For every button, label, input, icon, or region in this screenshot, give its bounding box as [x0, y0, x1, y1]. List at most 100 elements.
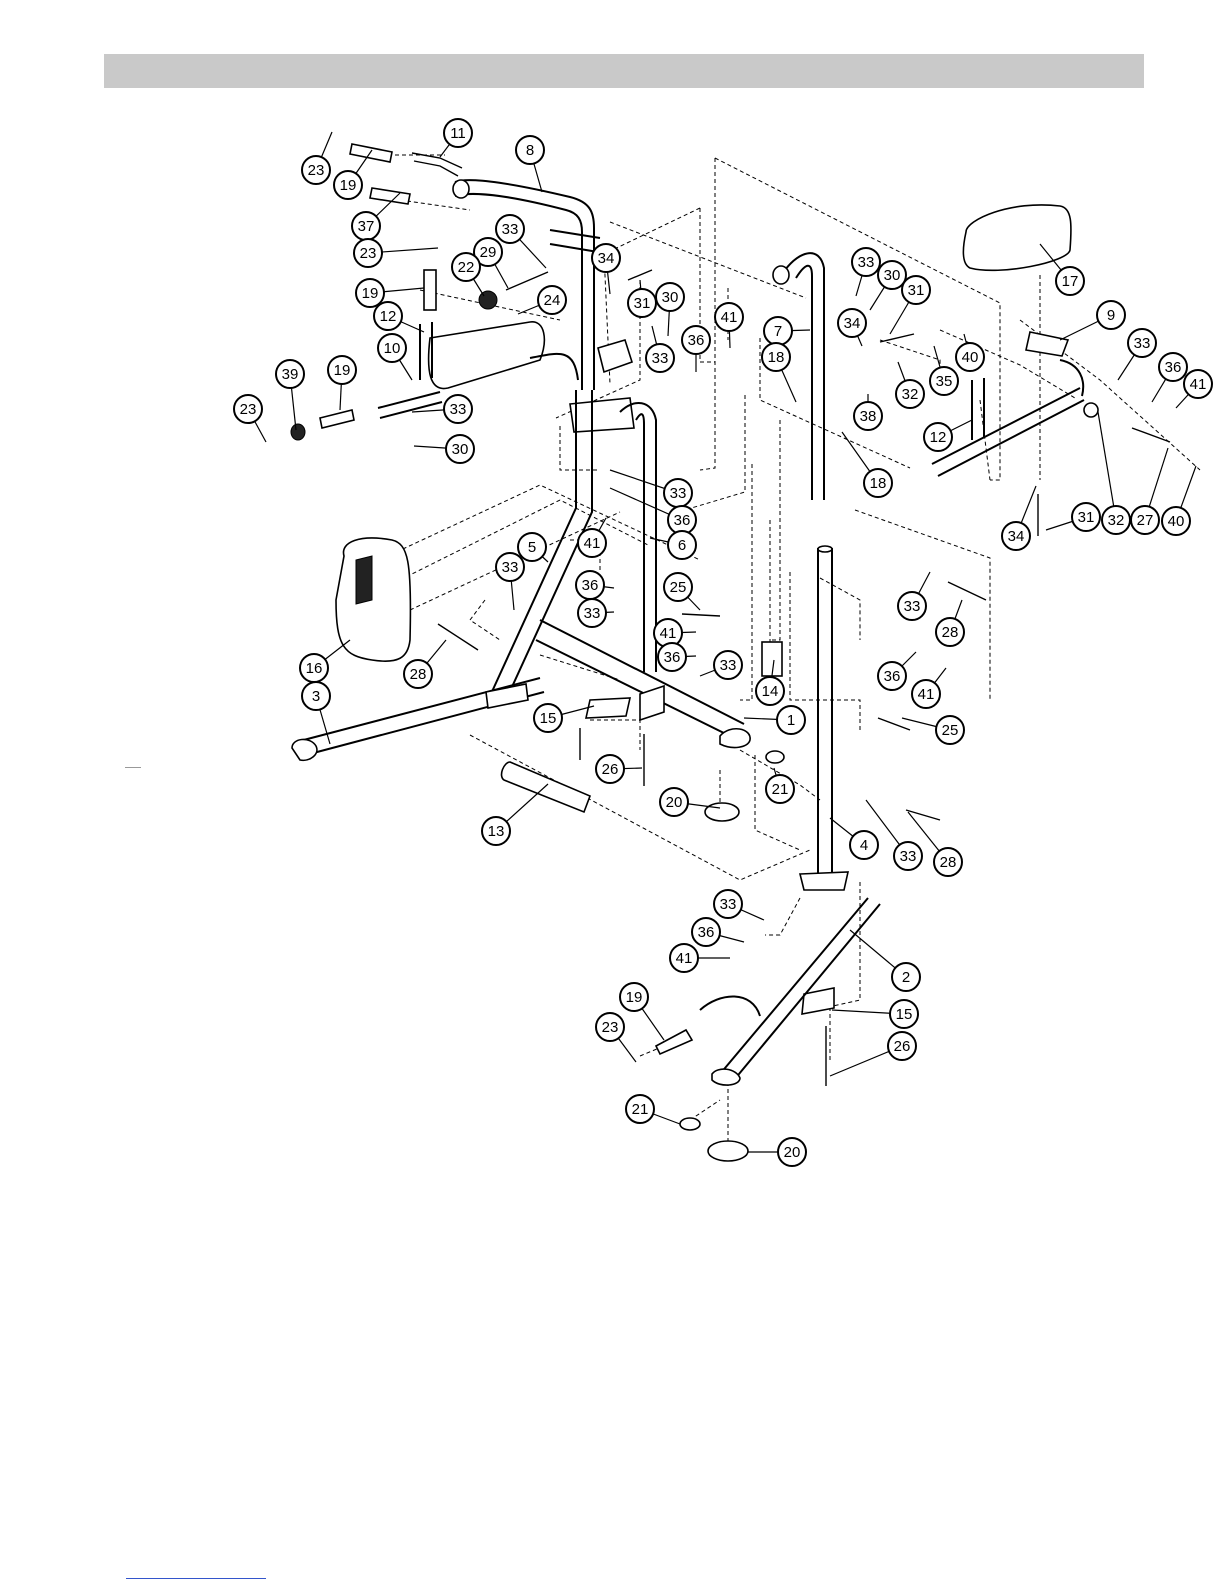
part-callout-33: 33 [1118, 329, 1156, 380]
part-callout-34: 34 [592, 244, 620, 294]
part-callout-41: 41 [912, 668, 946, 708]
part-callout-19: 19 [328, 356, 356, 410]
part-callout-15: 15 [832, 1000, 918, 1028]
part-callout-34: 34 [1002, 486, 1036, 550]
part-callout-32: 32 [896, 362, 924, 408]
part-callout-31: 31 [1046, 503, 1100, 531]
part-callout-31: 31 [628, 280, 656, 317]
part-callout-36: 36 [658, 643, 696, 671]
part-number-label: 30 [662, 289, 679, 306]
part-number-label: 12 [930, 429, 947, 446]
part-callout-23: 23 [234, 395, 266, 442]
part-callout-23: 23 [302, 132, 332, 184]
part-callout-16: 16 [300, 640, 350, 682]
part-callout-25: 25 [902, 716, 964, 744]
part-number-label: 33 [450, 401, 467, 418]
part-number-label: 10 [384, 340, 401, 357]
part-callout-34: 34 [838, 309, 866, 346]
part-callout-28: 28 [936, 600, 964, 646]
part-number-label: 19 [340, 177, 357, 194]
part-number-label: 28 [942, 624, 959, 641]
part-callout-9: 9 [1060, 301, 1125, 340]
part-number-label: 28 [940, 854, 957, 871]
part-number-label: 32 [902, 386, 919, 403]
part-number-label: 36 [1165, 359, 1182, 376]
part-number-label: 26 [602, 761, 619, 778]
part-callout-23: 23 [596, 1013, 636, 1062]
part-number-label: 33 [904, 598, 921, 615]
part-number-label: 20 [784, 1144, 801, 1161]
part-callout-33: 33 [496, 553, 524, 610]
part-number-label: 30 [884, 267, 901, 284]
part-number-label: 22 [458, 259, 475, 276]
part-number-label: 37 [358, 218, 375, 235]
part-callout-26: 26 [830, 1032, 916, 1076]
part-callout-12: 12 [374, 302, 424, 332]
part-number-label: 31 [908, 282, 925, 299]
part-callout-15: 15 [534, 704, 594, 732]
part-callout-21: 21 [766, 768, 794, 803]
part-number-label: 33 [1134, 335, 1151, 352]
part-callout-13: 13 [482, 784, 548, 845]
part-number-label: 19 [362, 285, 379, 302]
part-number-label: 27 [1137, 512, 1154, 529]
part-callout-37: 37 [352, 193, 400, 240]
part-number-label: 33 [720, 896, 737, 913]
part-number-label: 33 [720, 657, 737, 674]
part-number-label: 16 [306, 660, 323, 677]
part-number-label: 25 [670, 579, 687, 596]
part-number-label: 33 [900, 848, 917, 865]
part-number-label: 21 [772, 781, 789, 798]
part-number-label: 40 [1168, 513, 1185, 530]
part-callout-36: 36 [682, 326, 710, 372]
part-callout-24: 24 [518, 286, 566, 314]
part-number-label: 38 [860, 408, 877, 425]
part-number-label: 32 [1108, 512, 1125, 529]
part-number-label: 5 [528, 539, 536, 556]
part-number-label: 33 [670, 485, 687, 502]
part-callout-33: 33 [578, 599, 614, 627]
part-number-label: 23 [240, 401, 257, 418]
part-number-label: 7 [774, 323, 782, 340]
part-number-label: 33 [652, 350, 669, 367]
part-number-label: 40 [962, 349, 979, 366]
part-callout-36: 36 [576, 571, 614, 599]
part-callout-30: 30 [656, 283, 684, 336]
part-number-label: 36 [698, 924, 715, 941]
part-number-label: 4 [860, 837, 868, 854]
part-callout-33: 33 [496, 215, 546, 268]
part-callout-35: 35 [930, 346, 958, 395]
part-callout-21: 21 [626, 1095, 680, 1124]
part-number-label: 12 [380, 308, 397, 325]
part-number-label: 33 [502, 221, 519, 238]
part-callout-32: 32 [1098, 412, 1130, 534]
part-number-label: 36 [674, 512, 691, 529]
part-number-label: 36 [664, 649, 681, 666]
part-number-label: 9 [1107, 307, 1115, 324]
part-number-label: 33 [584, 605, 601, 622]
part-callout-30: 30 [414, 435, 474, 463]
part-number-label: 1 [787, 712, 795, 729]
part-number-label: 3 [312, 688, 320, 705]
part-number-label: 15 [540, 710, 557, 727]
part-number-label: 36 [688, 332, 705, 349]
part-callout-20: 20 [748, 1138, 806, 1166]
part-number-label: 30 [452, 441, 469, 458]
part-number-label: 36 [582, 577, 599, 594]
part-number-label: 8 [526, 142, 534, 159]
part-callout-8: 8 [516, 136, 544, 192]
part-callout-18: 18 [762, 343, 796, 402]
part-callout-41: 41 [715, 303, 743, 348]
part-number-label: 35 [936, 373, 953, 390]
part-number-label: 14 [762, 683, 779, 700]
part-number-label: 23 [360, 245, 377, 262]
part-number-label: 23 [308, 162, 325, 179]
part-number-label: 17 [1062, 273, 1079, 290]
part-number-label: 19 [626, 989, 643, 1006]
part-callout-36: 36 [1152, 353, 1187, 402]
part-number-label: 25 [942, 722, 959, 739]
part-number-label: 41 [584, 535, 601, 552]
part-number-label: 13 [488, 823, 505, 840]
part-callout-40: 40 [956, 334, 984, 371]
